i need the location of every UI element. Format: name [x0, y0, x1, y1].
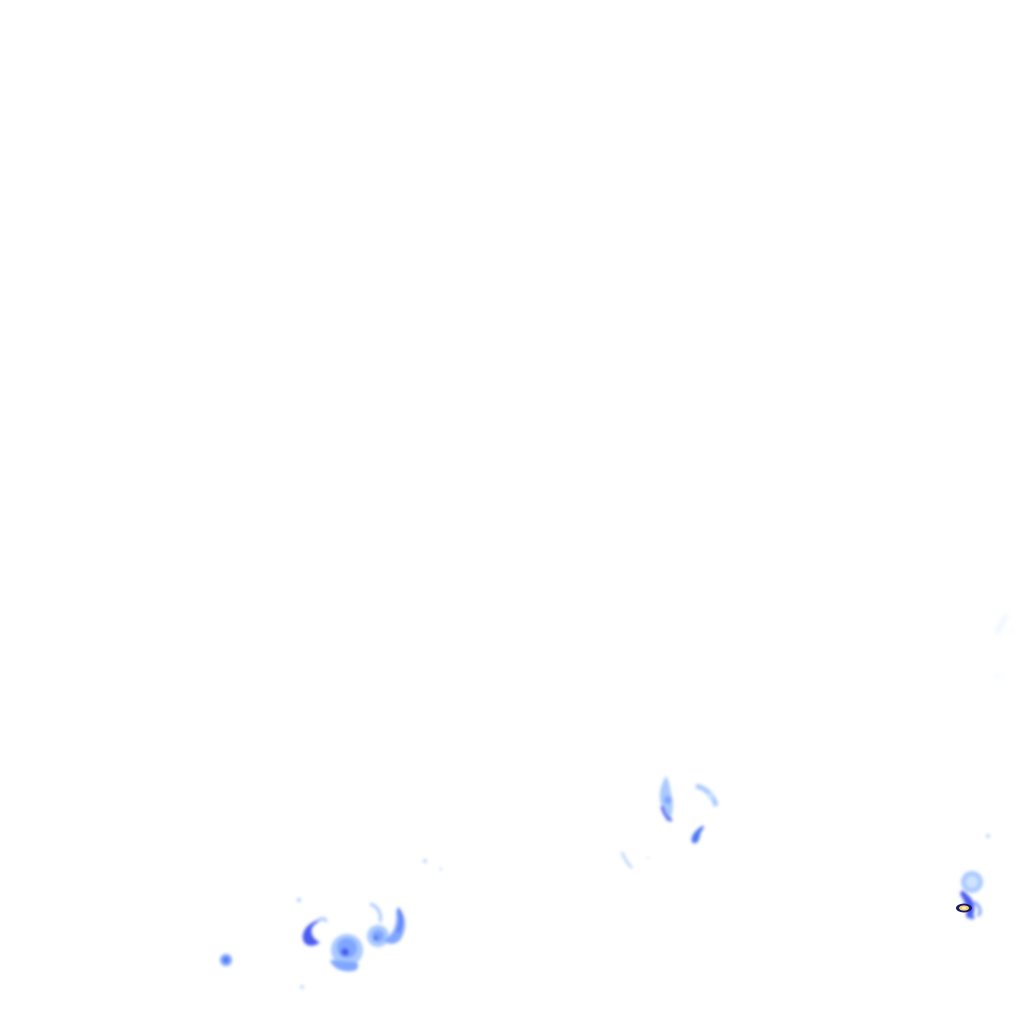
rain-cell-cluster-central — [621, 776, 719, 869]
rain-wisp-northeast — [995, 613, 1014, 678]
rain-cell-cluster-east — [956, 834, 990, 920]
rain-cell-cluster-southwest — [220, 859, 443, 989]
